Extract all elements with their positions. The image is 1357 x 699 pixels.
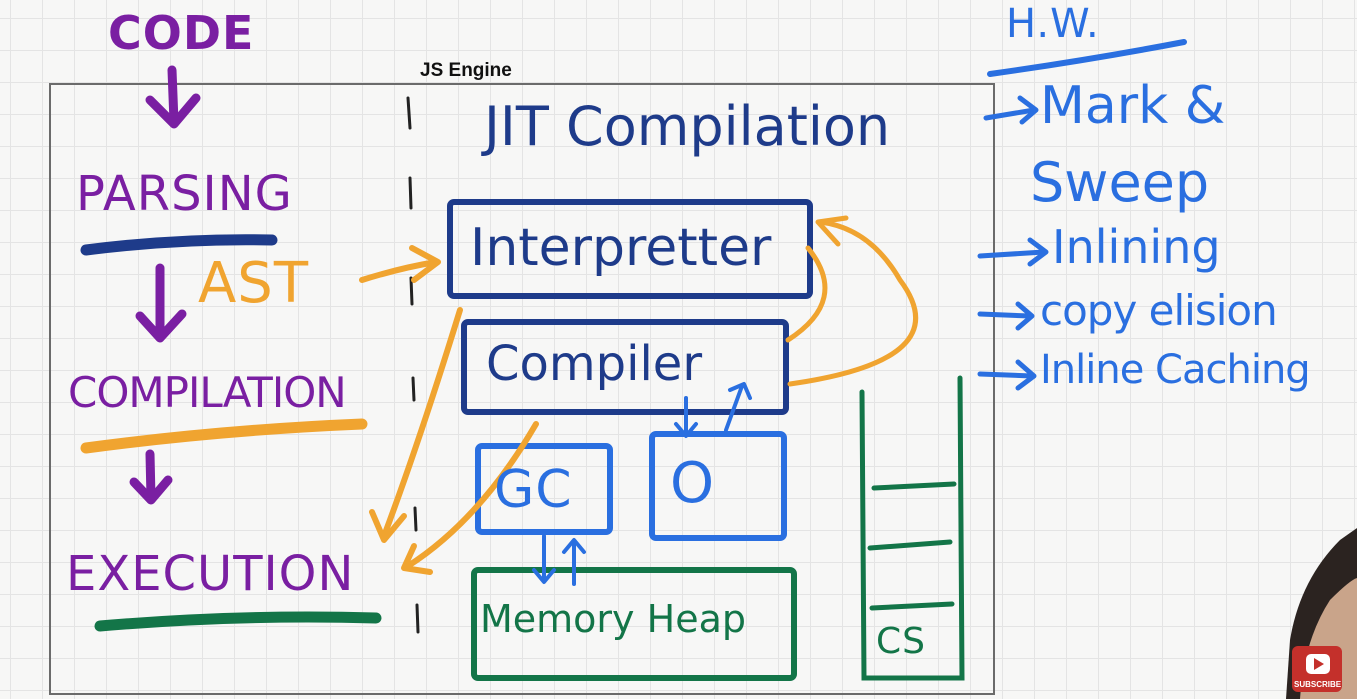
- engine-divider: [406, 96, 420, 634]
- execution-underline: [94, 611, 382, 632]
- hw-heading: H.W.: [1006, 1, 1100, 47]
- optimizer-box: [649, 431, 787, 541]
- ast-label: AST: [198, 251, 310, 316]
- compiler-optimizer-arrows: [674, 382, 752, 438]
- engine-frame: [49, 83, 995, 695]
- jit-title: JIT Compilation: [484, 95, 891, 158]
- parsing-underline: [80, 234, 278, 256]
- compiler-label: Compiler: [486, 336, 703, 392]
- memory-heap-label: Memory Heap: [480, 597, 746, 641]
- play-triangle-icon: [1314, 658, 1324, 670]
- step-compilation: COMPILATION: [68, 368, 347, 417]
- execution-arrows: [369, 307, 539, 575]
- step-parsing: PARSING: [76, 166, 293, 222]
- pipeline-arrows: [129, 65, 201, 505]
- jit-feedback-arrows: [785, 215, 919, 387]
- gc-box: [475, 443, 613, 535]
- hw-item-sweep: Sweep: [1030, 151, 1210, 214]
- optimizer-label: O: [670, 451, 716, 516]
- gc-label: GC: [494, 460, 573, 520]
- compilation-underline: [80, 418, 368, 454]
- hw-item-copy-elision: copy elision: [1040, 286, 1278, 335]
- call-stack-label: CS: [876, 621, 926, 662]
- hw-underline: [987, 39, 1187, 77]
- hw-arrows: [977, 95, 1049, 391]
- ast-arrow: [359, 245, 441, 283]
- step-code: CODE: [108, 6, 255, 60]
- call-stack-shape: [859, 375, 965, 681]
- hw-item-mark: Mark &: [1040, 76, 1226, 136]
- hw-item-inline-caching: Inline Caching: [1040, 347, 1311, 393]
- interpreter-label: Interpretter: [470, 218, 772, 278]
- subscribe-label: SUBSCRIBE: [1294, 680, 1342, 689]
- engine-title: JS Engine: [420, 60, 512, 81]
- step-execution: EXECUTION: [66, 546, 355, 602]
- hw-item-inlining: Inlining: [1052, 220, 1221, 274]
- memory-heap-box: [471, 567, 797, 681]
- compiler-box: [461, 319, 789, 415]
- gc-heap-arrows: [532, 534, 586, 586]
